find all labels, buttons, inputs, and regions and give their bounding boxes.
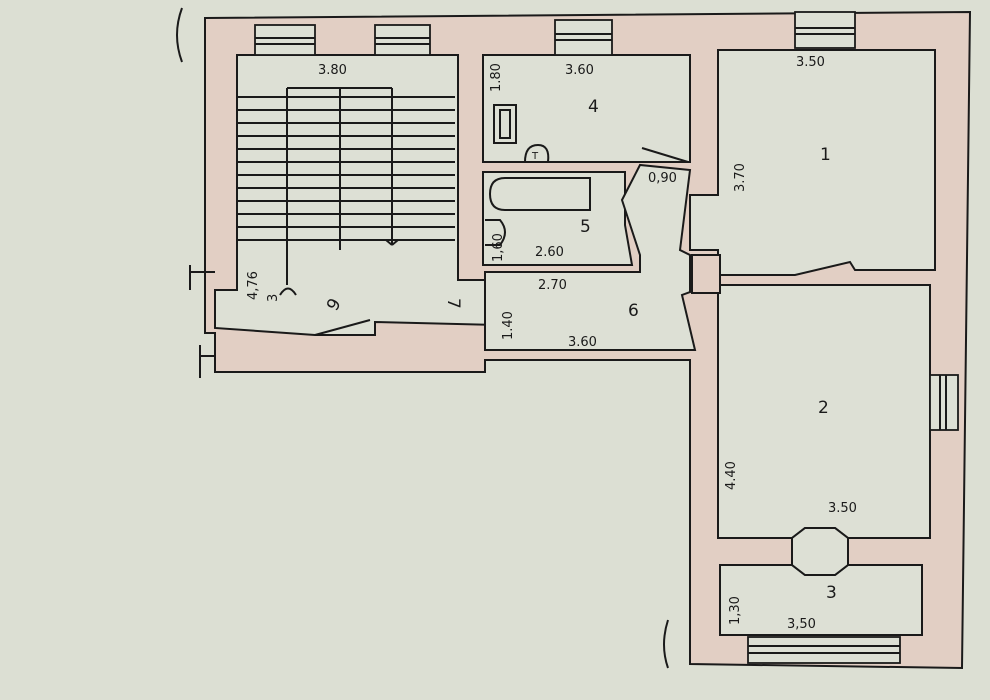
wall-break-mark xyxy=(176,7,183,63)
stair-arrow-icon xyxy=(385,239,399,246)
dim-bath-depth: 1,60 xyxy=(491,233,506,262)
dim-room2-depth: 4.40 xyxy=(724,461,739,490)
dim-room1-width: 3.50 xyxy=(796,55,825,70)
entry-door xyxy=(314,319,371,336)
dim-room1-depth: 3.70 xyxy=(733,163,748,192)
window xyxy=(374,24,431,56)
window xyxy=(747,636,901,664)
dim-room4-width: 3.60 xyxy=(565,63,594,78)
hall-number: 3 xyxy=(266,294,281,302)
wall-break-mark xyxy=(663,619,669,669)
dim-room3-width: 3,50 xyxy=(787,617,816,632)
window xyxy=(794,11,856,49)
wall-break-mark xyxy=(189,265,215,290)
room-4 xyxy=(482,54,691,163)
room-number-5: 5 xyxy=(580,217,591,237)
stair-end-mark xyxy=(279,287,297,296)
windows xyxy=(254,11,959,664)
dim-bath-width: 2.60 xyxy=(535,245,564,260)
dim-door-width: 0,90 xyxy=(648,171,677,186)
room-number-3: 3 xyxy=(826,583,837,603)
stairs xyxy=(237,87,455,296)
room-number-1: 1 xyxy=(820,145,831,165)
bathtub-icon xyxy=(488,177,591,211)
window xyxy=(554,19,613,56)
dim-room2-width: 3.50 xyxy=(828,501,857,516)
dim-room3-depth: 1,30 xyxy=(728,596,743,625)
room-5-bathroom xyxy=(482,171,634,266)
dim-corridor-top: 2.70 xyxy=(538,278,567,293)
stove-inner xyxy=(499,109,511,139)
room-number-4: 4 xyxy=(588,97,599,117)
room-number-6: 6 xyxy=(628,301,639,321)
sink-icon xyxy=(485,219,506,246)
window xyxy=(254,24,316,56)
boiler-label: T xyxy=(531,151,539,162)
room-1 xyxy=(689,49,936,276)
dim-hall-depth: 4,76 xyxy=(246,271,261,300)
dim-corridor-bottom: 3.60 xyxy=(568,335,597,350)
room-number-7: 7 xyxy=(443,298,463,309)
dim-room4-depth: 1.80 xyxy=(489,63,504,92)
dim-stair-width: 3.80 xyxy=(318,63,347,78)
chimney-opening xyxy=(791,527,849,576)
room-number-2: 2 xyxy=(818,398,829,418)
wall-pier xyxy=(691,254,721,294)
window xyxy=(929,374,959,431)
staircase-hall xyxy=(214,54,499,336)
boiler-icon xyxy=(524,143,550,163)
wall-break-mark xyxy=(199,345,215,378)
dim-corridor-depth: 1.40 xyxy=(501,311,516,340)
door-room4 xyxy=(641,147,689,163)
stove-icon xyxy=(493,104,517,144)
room-6-corridor xyxy=(484,163,697,351)
